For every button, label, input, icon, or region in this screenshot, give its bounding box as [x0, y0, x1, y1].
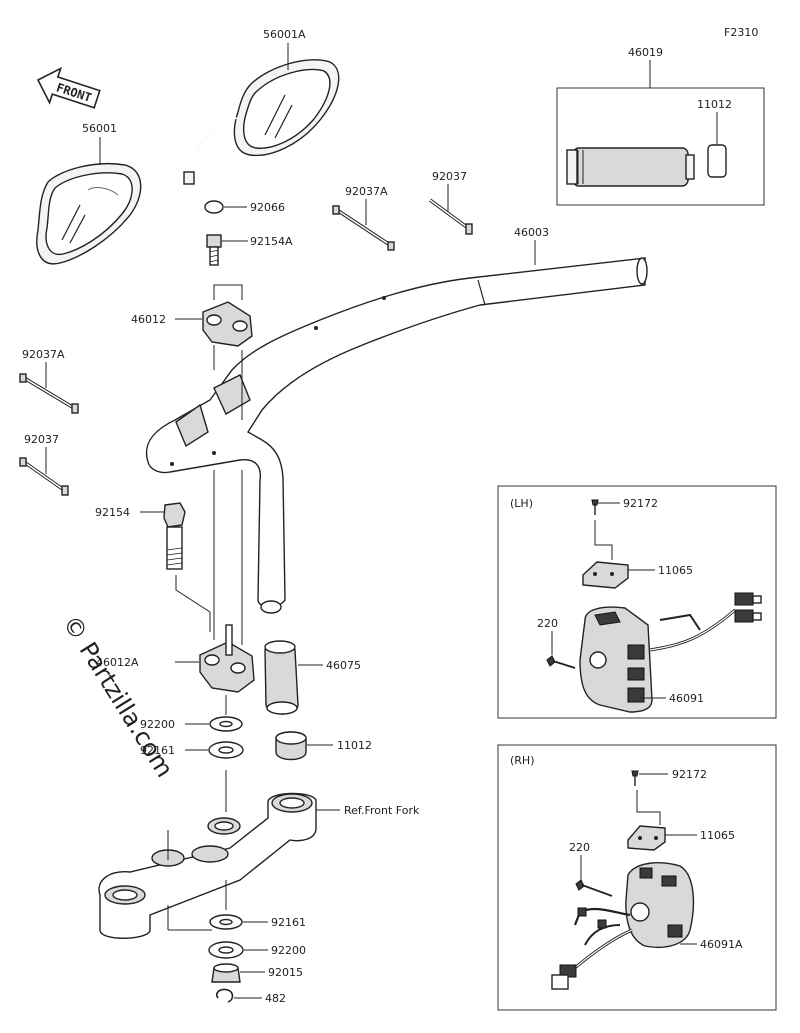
label-92154A: 92154A: [250, 235, 293, 248]
front-arrow-icon: FRONT: [36, 66, 101, 109]
label-46003: 46003: [514, 226, 549, 239]
rh-label: (RH): [510, 754, 535, 767]
label-46012: 46012: [131, 313, 166, 326]
label-56001A: 56001A: [263, 28, 306, 41]
label-92066: 92066: [250, 201, 285, 214]
label-46075: 46075: [326, 659, 361, 672]
label-482: 482: [265, 992, 286, 1005]
label-56001: 56001: [82, 122, 117, 135]
bolt-92154A: [206, 234, 222, 266]
pin-92037-left: [19, 457, 69, 496]
lh-label-220: 220: [537, 617, 558, 630]
label-92200-top: 92200: [140, 718, 175, 731]
grip-end-11012: [275, 731, 307, 761]
grip-assembly-box: [556, 87, 765, 206]
label-92037-top: 92037: [432, 170, 467, 183]
rh-label-92172: 92172: [672, 768, 707, 781]
label-46012A: 46012A: [96, 656, 139, 669]
lh-label-11065: 11065: [658, 564, 693, 577]
cap-92066: [204, 200, 224, 214]
label-92037A-left: 92037A: [22, 348, 65, 361]
holder-46012: [202, 301, 253, 347]
clip-482: [215, 988, 234, 1003]
label-11012-top: 11012: [697, 98, 732, 111]
rh-label-46091A: 46091A: [700, 938, 743, 951]
fork-bracket: [98, 792, 317, 939]
holder-46012A: [199, 624, 255, 693]
nut-92015: [211, 963, 241, 983]
rh-label-11065: 11065: [700, 829, 735, 842]
figure-code: F2310: [724, 26, 758, 39]
rh-switch-box: (RH) 92172 11065 220 46091A: [497, 744, 777, 1011]
label-92154: 92154: [95, 506, 130, 519]
label-11012-bottom: 11012: [337, 739, 372, 752]
rh-label-220: 220: [569, 841, 590, 854]
pin-92037A-top: [332, 205, 395, 251]
lh-label-92172: 92172: [623, 497, 658, 510]
label-92200-bottom: 92200: [271, 944, 306, 957]
grip-46075: [264, 640, 299, 715]
label-92037-left: 92037: [24, 433, 59, 446]
pin-92037-top: [428, 198, 473, 235]
label-92037A-top: 92037A: [345, 185, 388, 198]
label-92161-top: 92161: [140, 744, 175, 757]
mirror-left: [36, 162, 142, 265]
pin-92037A-left: [19, 373, 79, 414]
lh-switch-box: (LH) 92172 11065 220 46091: [497, 485, 777, 719]
handlebar-46003: [145, 257, 648, 614]
label-92015: 92015: [268, 966, 303, 979]
bolt-92154: [163, 502, 186, 570]
label-92161-bottom: 92161: [271, 916, 306, 929]
lh-label: (LH): [510, 497, 533, 510]
label-ref-front-fork: Ref.Front Fork: [344, 804, 420, 817]
mirror-right: [183, 59, 340, 185]
watermark: © Partzilla.com: [57, 610, 179, 782]
label-46019: 46019: [628, 46, 663, 59]
lh-label-46091: 46091: [669, 692, 704, 705]
